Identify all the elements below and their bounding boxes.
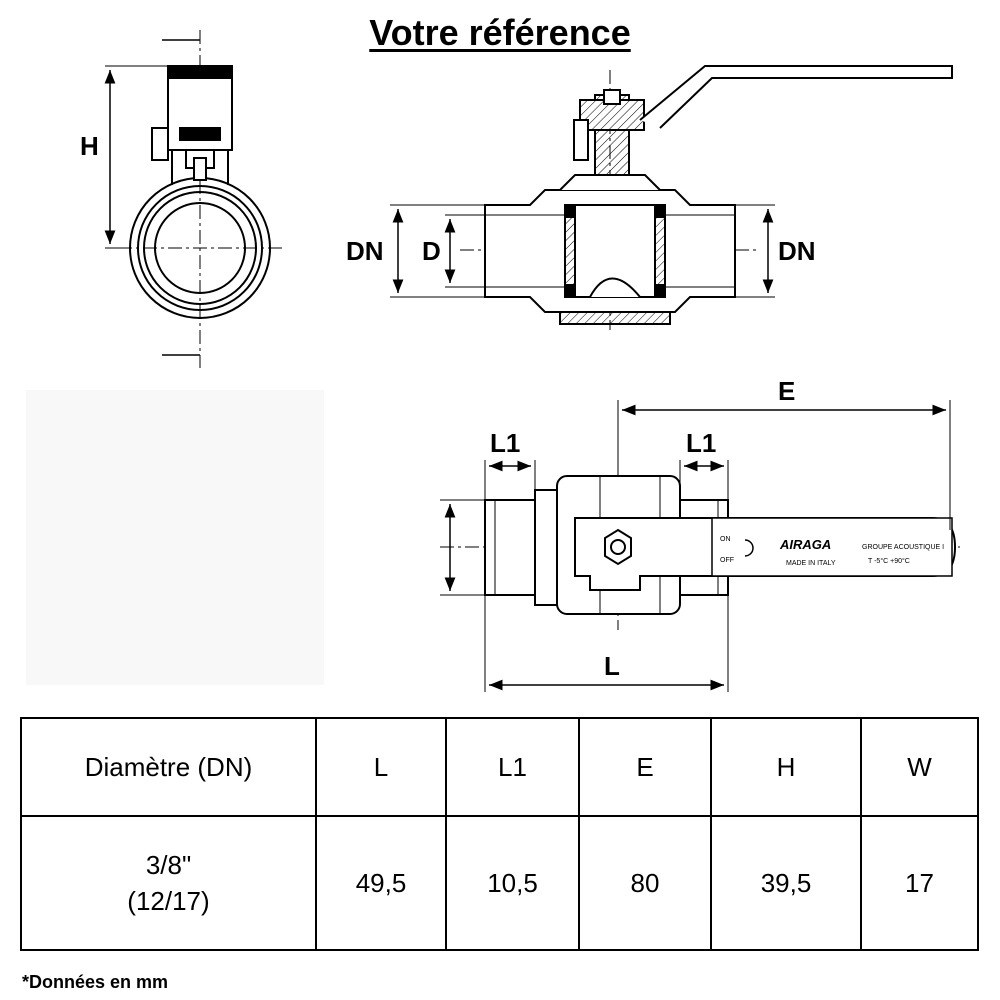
handle-off-text: OFF [720,557,734,564]
handle-brand-text: AIRAGA [779,537,831,552]
dimensions-table: Diamètre (DN) L L1 E H W 3/8" (12/17) 49… [20,717,979,951]
diagram-title: Votre référence [369,12,631,53]
header-h: H [710,717,862,817]
table-row: 3/8" (12/17) 49,5 10,5 80 39,5 17 [20,815,979,951]
cell-w: 17 [860,815,979,951]
dim-label-d: D [422,236,441,266]
cell-e: 80 [578,815,712,951]
dim-label-e: E [778,376,795,406]
dim-label-l: L [604,651,620,681]
cell-l1: 10,5 [445,815,580,951]
cell-diameter-line1: 3/8" [145,850,192,880]
dim-label-dn-left: DN [346,236,384,266]
cell-l: 49,5 [315,815,447,951]
handle-group-text: GROUPE ACOUSTIQUE I [862,544,944,551]
units-note: *Données en mm [22,972,169,992]
cell-diameter-line2: (12/17) [127,886,210,916]
header-l: L [315,717,447,817]
dim-label-dn-right: DN [778,236,816,266]
cell-h: 39,5 [710,815,862,951]
cell-diameter: 3/8" (12/17) [20,815,317,951]
handle-on-text: ON [720,536,731,543]
top-view [440,400,960,692]
handle-made-in-text: MADE IN ITALY [786,560,836,567]
header-diameter: Diamètre (DN) [20,717,317,817]
section-view [390,65,953,330]
table-header-row: Diamètre (DN) L L1 E H W [20,717,979,817]
dim-label-l1-right: L1 [686,428,716,458]
dim-label-l1-left: L1 [490,428,520,458]
blank-panel [26,390,324,685]
handle-temp-text: T -5°C +90°C [868,557,910,565]
end-view [104,30,285,368]
header-e: E [578,717,712,817]
header-w: W [860,717,979,817]
dim-label-h: H [80,131,99,161]
ball-valve-technical-drawing: H DN D DN [26,30,960,692]
header-l1: L1 [445,717,580,817]
